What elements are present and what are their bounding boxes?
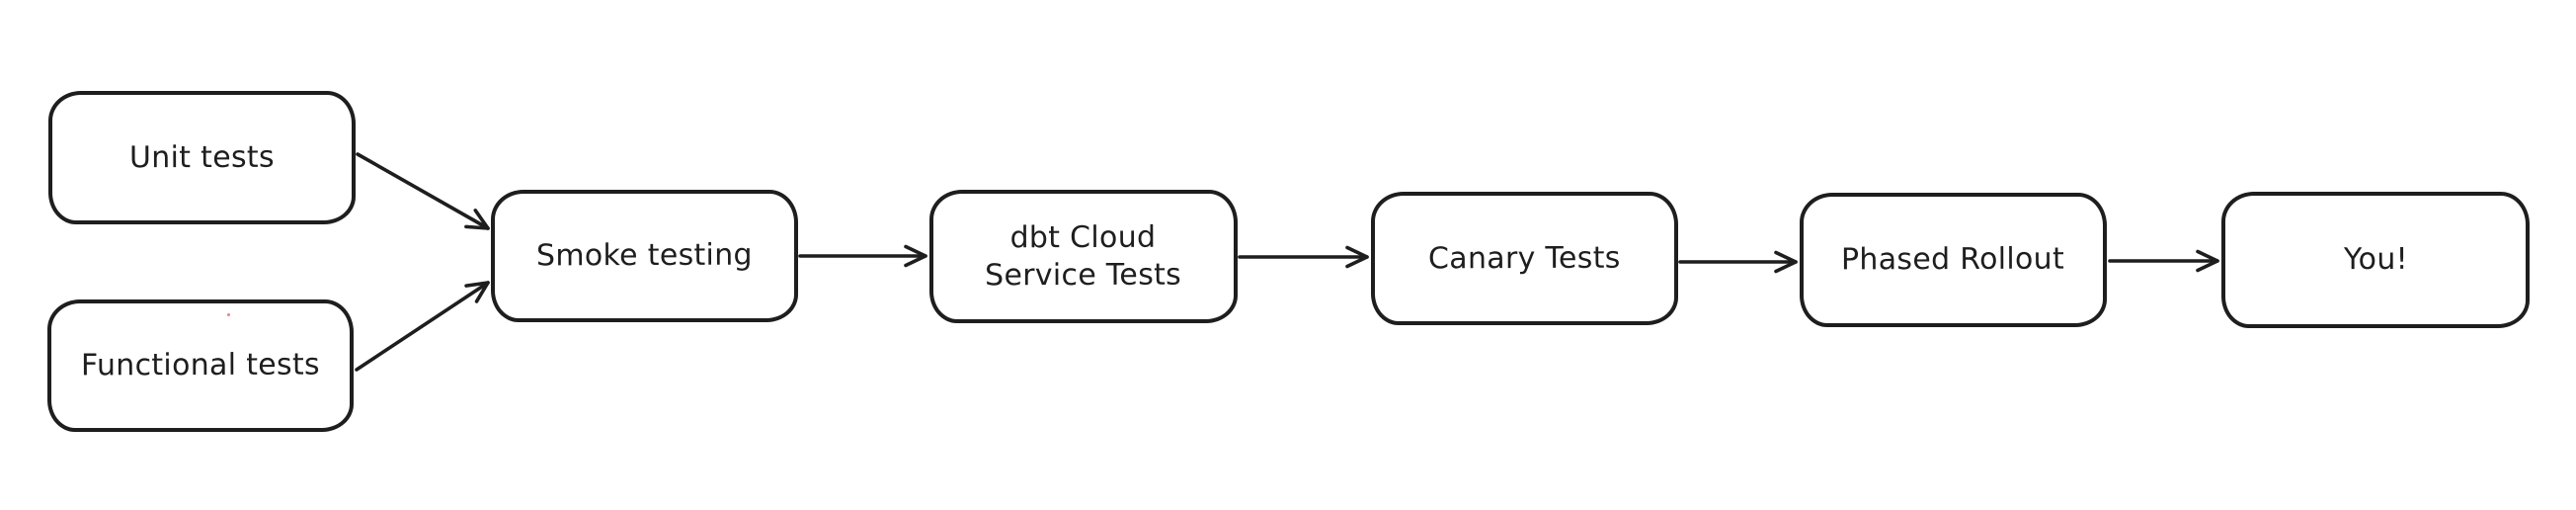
node-smoke-testing-label: Smoke testing	[536, 237, 753, 274]
node-dbt-cloud-service-tests: dbt Cloud Service Tests	[929, 190, 1238, 323]
node-canary-tests-label: Canary Tests	[1428, 240, 1621, 277]
node-phased-rollout: Phased Rollout	[1800, 193, 2107, 327]
node-smoke-testing: Smoke testing	[491, 190, 798, 322]
node-unit-tests: Unit tests	[48, 91, 356, 224]
node-you: You!	[2221, 192, 2530, 328]
node-phased-rollout-label: Phased Rollout	[1841, 241, 2065, 278]
stray-red-dot	[227, 313, 230, 316]
node-canary-tests: Canary Tests	[1371, 192, 1678, 325]
node-you-label: You!	[2343, 242, 2408, 278]
node-dbt-cloud-service-tests-label: dbt Cloud Service Tests	[985, 219, 1182, 293]
edge-unit-tests-to-smoke-testing	[356, 152, 490, 230]
node-functional-tests-label: Functional tests	[80, 347, 321, 383]
edge-functional-tests-to-smoke-testing	[355, 281, 490, 372]
node-unit-tests-label: Unit tests	[129, 139, 275, 176]
node-functional-tests: Functional tests	[47, 299, 354, 432]
